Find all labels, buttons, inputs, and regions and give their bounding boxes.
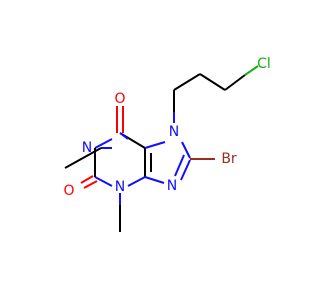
bond-chain-3 — [199, 73, 226, 91]
atom-br: Br — [221, 151, 237, 167]
bond-methyl1 — [64, 147, 102, 169]
bond-c2-o2-a — [80, 175, 94, 184]
bond-n9-c4 — [144, 176, 165, 184]
atom-cl: Cl — [257, 56, 271, 72]
bond-n7-c8 — [181, 141, 191, 159]
atom-n9: N — [167, 178, 177, 194]
bond-chain-2 — [173, 73, 201, 91]
bond-c2-n1 — [94, 138, 113, 149]
bond-lines — [64, 65, 259, 232]
atom-o2: O — [63, 183, 74, 199]
bond-c8-n9-a — [180, 159, 191, 181]
bond-chain-4 — [224, 74, 246, 91]
bond-n3-c2 — [94, 176, 113, 187]
atom-n3: N — [115, 179, 125, 195]
bond-chain-cl — [244, 65, 259, 76]
atom-n1: N — [82, 140, 92, 156]
molecule-structure-canvas: O N O N N N Br Cl — [63, 56, 271, 232]
bond-c2-o2-b — [83, 180, 98, 189]
bond-c8-n9-b — [174, 154, 185, 177]
atom-labels: O N O N N N Br Cl — [63, 56, 270, 199]
atom-o6: O — [114, 91, 125, 107]
atom-n7: N — [169, 124, 179, 140]
bond-c5-n7 — [144, 141, 166, 149]
bond-c4-n3 — [127, 176, 146, 187]
bond-n1-c6 — [119, 132, 129, 140]
